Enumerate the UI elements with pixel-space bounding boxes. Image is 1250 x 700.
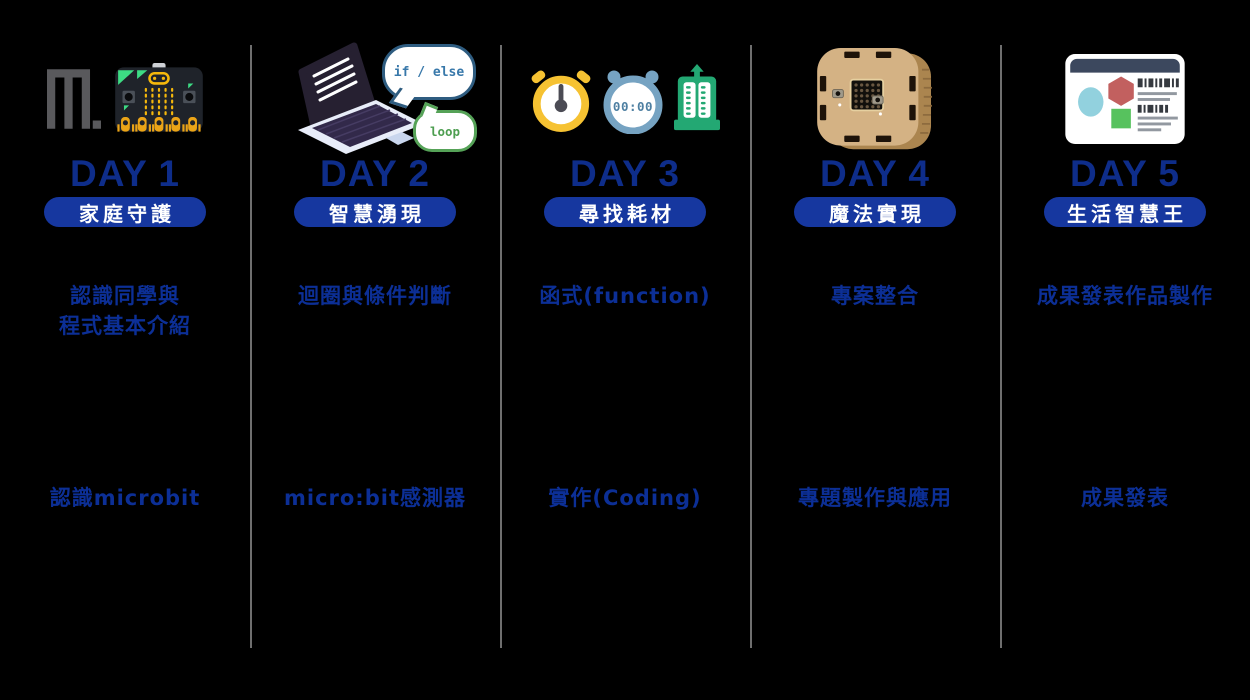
day2-column: if / else loop DAY 2 智慧湧現 迴圈與條件判斷 micro:…	[250, 0, 500, 700]
day-badge: 生活智慧王	[1044, 197, 1206, 227]
counter-icon	[674, 63, 720, 139]
day-badge: 智慧湧現	[294, 197, 456, 227]
microbit-logo-icon	[47, 69, 101, 133]
column-divider	[1000, 45, 1002, 648]
presentation-screen-icon	[1065, 54, 1185, 148]
topic-first: 迴圈與條件判斷	[298, 284, 452, 308]
loop-label: loop	[429, 123, 461, 139]
topic-first: 函式(function)	[539, 284, 711, 308]
day4-column: DAY 4 魔法實現 專案整合 專題製作與應用	[750, 0, 1000, 700]
microbit-board-icon	[115, 62, 203, 140]
topic-second: 專題製作與應用	[798, 486, 952, 510]
day-badge: 尋找耗材	[544, 197, 706, 227]
day-heading: DAY 2	[320, 153, 430, 194]
day1-column: DAY 1 家庭守護 認識同學與 程式基本介紹 認識microbit	[0, 0, 250, 700]
day-heading: DAY 1	[70, 153, 180, 194]
day3-column: 00:00	[500, 0, 750, 700]
topic-line: 程式基本介紹	[59, 314, 191, 338]
column-divider	[750, 45, 752, 648]
topic-second: 實作(Coding)	[548, 486, 702, 510]
topic-first: 專案整合	[831, 284, 919, 308]
topic-first: 認識同學與 程式基本介紹	[0, 281, 250, 341]
stopwatch-icon: 00:00	[601, 68, 665, 135]
topic-second: 成果發表	[1081, 486, 1169, 510]
column-divider	[250, 45, 252, 648]
day-heading: DAY 4	[820, 153, 930, 194]
stopwatch-time: 00:00	[612, 99, 654, 114]
topic-second: 認識microbit	[49, 486, 201, 510]
topic-second: micro:bit感測器	[284, 486, 466, 510]
day-heading: DAY 3	[570, 153, 680, 194]
column-divider	[500, 45, 502, 648]
day1-icon-area	[0, 42, 250, 160]
topic-line: 認識同學與	[70, 284, 180, 308]
laptop-icon	[296, 42, 428, 162]
timer-icon	[530, 66, 592, 136]
day-heading: DAY 5	[1070, 153, 1180, 194]
day-badge: 家庭守護	[44, 197, 206, 227]
day4-icon-area	[750, 42, 1000, 160]
wooden-microbit-box-image	[817, 47, 933, 155]
topic-first: 成果發表作品製作	[1037, 284, 1213, 308]
day3-icon-area: 00:00	[500, 42, 750, 160]
if-else-label: if / else	[393, 64, 465, 80]
day2-icon-area: if / else loop	[250, 42, 500, 160]
day-badge: 魔法實現	[794, 197, 956, 227]
if-else-speech-bubble: if / else	[382, 44, 476, 100]
day5-column: DAY 5 生活智慧王 成果發表作品製作 成果發表	[1000, 0, 1250, 700]
day5-icon-area	[1000, 42, 1250, 160]
loop-speech-bubble: loop	[413, 110, 477, 152]
